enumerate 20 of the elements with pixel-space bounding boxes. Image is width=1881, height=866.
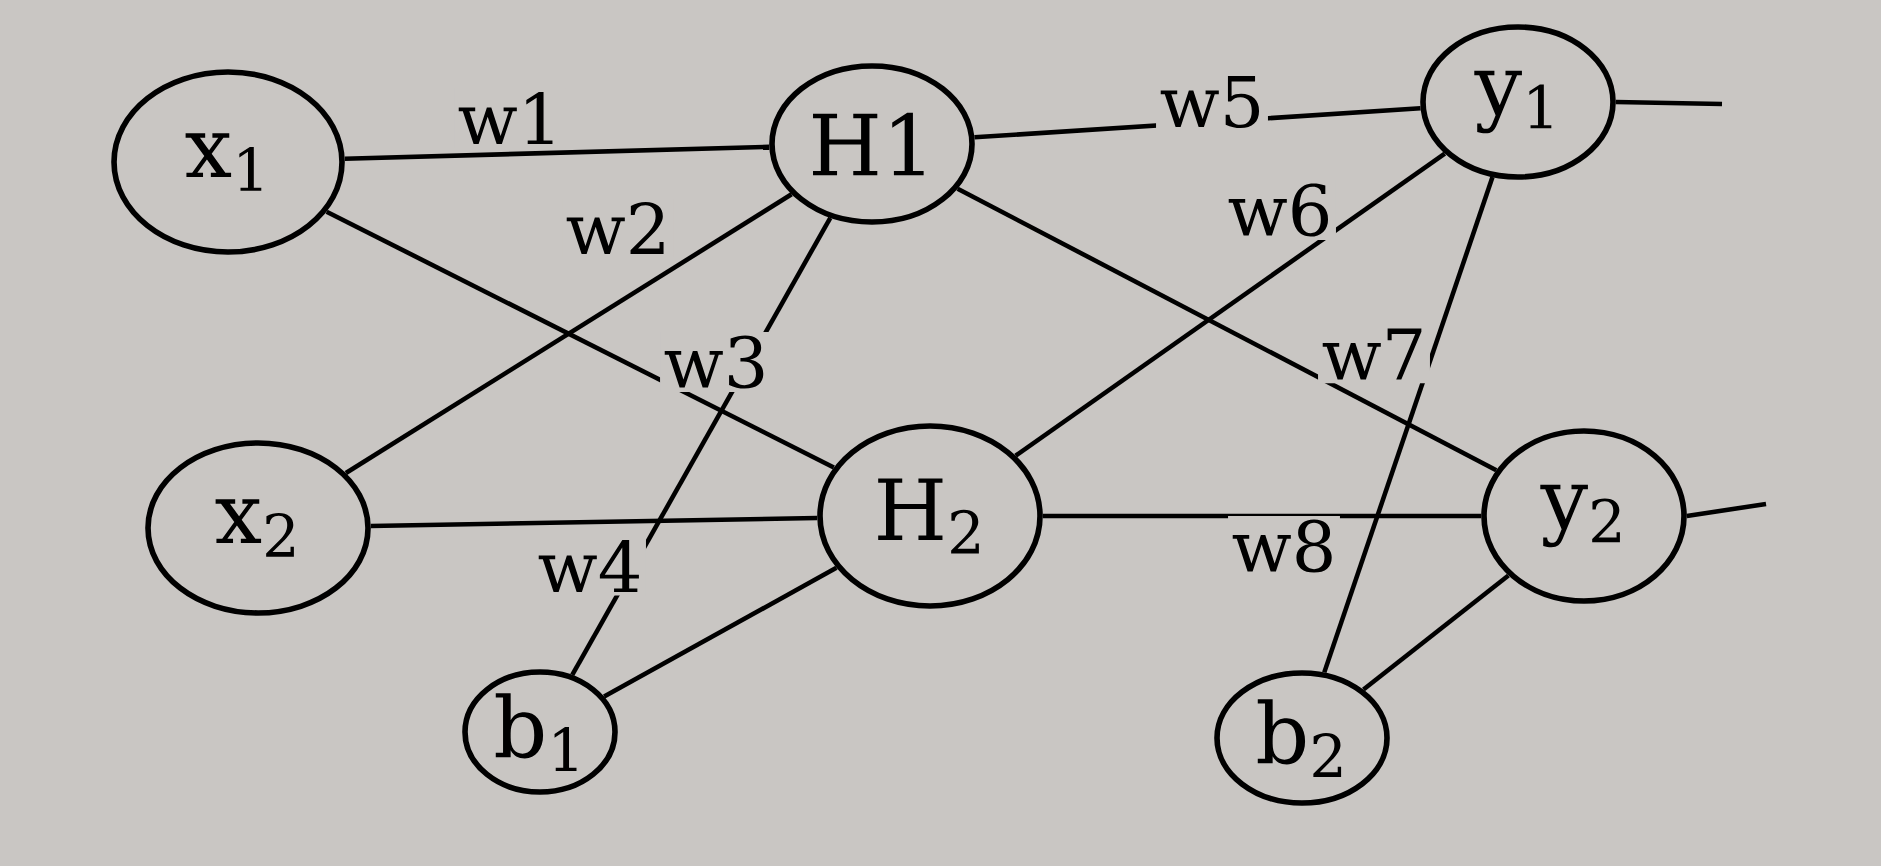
- connection-line: [1042, 513, 1482, 519]
- weight-label: w8: [1228, 515, 1340, 577]
- connection-line: [1686, 501, 1767, 519]
- connection-line: [1615, 99, 1723, 107]
- connection-line: [325, 209, 835, 470]
- weight-label: w7: [1318, 324, 1430, 384]
- connection-line: [1014, 151, 1447, 458]
- connection-line: [603, 565, 838, 699]
- connection-line: [956, 186, 1498, 473]
- connection-line: [344, 144, 770, 161]
- connection-line: [344, 192, 793, 475]
- weight-label: w1: [454, 88, 566, 148]
- connection-line: [1362, 573, 1510, 692]
- weight-label: w6: [1224, 179, 1336, 241]
- weight-label: w3: [660, 331, 772, 393]
- weight-label: w4: [534, 536, 646, 596]
- connection-line: [1322, 176, 1495, 674]
- weight-label: w2: [562, 198, 674, 258]
- connection-line: [370, 515, 818, 529]
- weight-label: w5: [1156, 72, 1268, 132]
